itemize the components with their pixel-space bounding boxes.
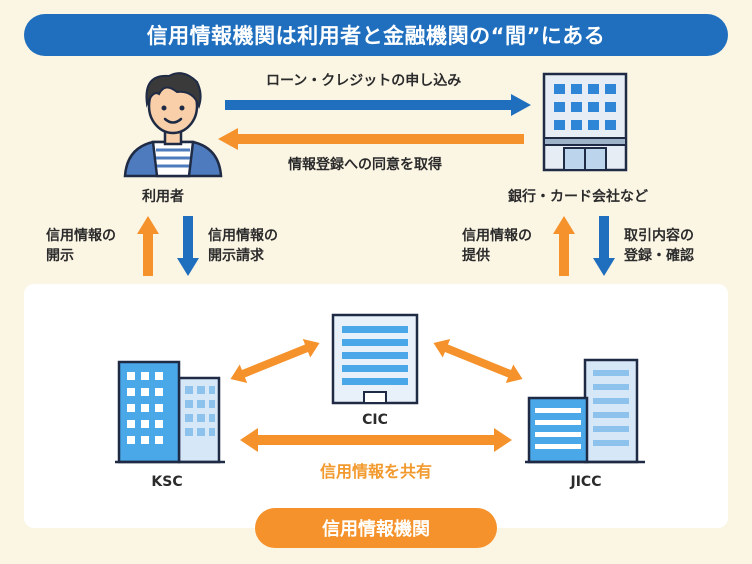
flow-label-registration-line1: 取引内容の [624, 228, 694, 244]
arrow-consent-left [218, 128, 524, 150]
flow-label-provision-line1: 信用情報の [462, 228, 532, 244]
bank-label: 銀行・カード会社など [508, 189, 648, 205]
ksc-label: KSC [151, 474, 183, 490]
arrow-disclosure-up [137, 216, 159, 276]
flow-label-disclosure-line1: 信用情報の [46, 228, 116, 244]
person-icon [123, 72, 223, 178]
flow-label-registration: 取引内容の 登録・確認 [624, 226, 694, 266]
arrow-disclosure-request-down [177, 216, 199, 276]
flow-label-registration-line2: 登録・確認 [624, 248, 694, 264]
flow-label-disclosure-line2: 開示 [46, 248, 74, 264]
cic-building-icon [331, 313, 419, 405]
flow-label-consent: 情報登録への同意を取得 [288, 157, 442, 173]
arrow-provision-up [553, 216, 575, 276]
arrow-ksc-jicc [240, 428, 512, 452]
cic-label: CIC [362, 412, 388, 428]
arrow-application-right [225, 94, 531, 116]
arrow-ksc-cic [230, 338, 320, 384]
flow-label-provision-line2: 提供 [462, 248, 490, 264]
flow-label-disclosure-request: 信用情報の 開示請求 [208, 226, 278, 266]
flow-label-application: ローン・クレジットの申し込み [266, 73, 462, 89]
ksc-building-icon [115, 360, 225, 464]
credit-bureau-banner: 信用情報機関 [255, 508, 497, 548]
flow-label-disclosure-request-line1: 信用情報の [208, 228, 278, 244]
flow-label-provision: 信用情報の 提供 [462, 226, 532, 266]
bank-building-icon [542, 72, 628, 172]
user-label: 利用者 [142, 189, 184, 205]
arrow-cic-jicc [433, 338, 523, 384]
share-label: 信用情報を共有 [319, 462, 432, 481]
title-banner: 信用情報機関は利用者と金融機関の“間”にある [24, 14, 728, 56]
arrow-registration-down [593, 216, 615, 276]
flow-label-disclosure: 信用情報の 開示 [46, 226, 116, 266]
flow-label-disclosure-request-line2: 開示請求 [208, 248, 264, 264]
jicc-label: JICC [570, 474, 602, 490]
jicc-building-icon [525, 358, 645, 464]
